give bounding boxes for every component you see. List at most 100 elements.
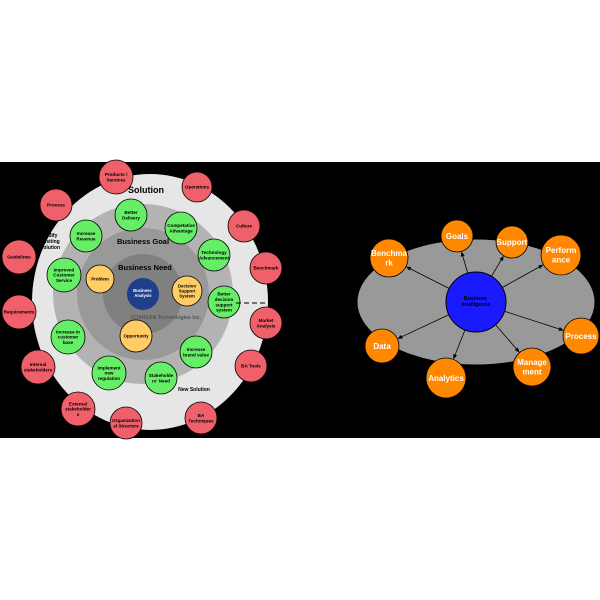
red-node-0: Products /Services <box>98 159 134 195</box>
ba-diagram: Business Analysis Solution Business Goal… <box>1 159 445 440</box>
green-node-1-label-line: Advantage <box>169 228 193 233</box>
solution-title: Solution <box>128 185 164 195</box>
bi-spoke-2 <box>491 257 504 277</box>
business-goal-title: Business Goal <box>117 237 169 246</box>
red-node-9-label-line: Internal <box>30 362 47 367</box>
green-node-4-circle <box>179 335 213 369</box>
bi-node-7-circle <box>364 328 400 364</box>
green-node-9-label-line: Increase <box>77 231 96 236</box>
watermark: (C)ANSAN Technologies Inc. <box>131 315 202 321</box>
bi-spoke-arrow-4 <box>558 327 564 331</box>
modify-existing-solution-label: Modify Exisiting Solution <box>39 233 61 251</box>
green-node-3-circle <box>207 285 241 319</box>
bi-node-2-circle <box>495 225 529 259</box>
red-node-3-label-line: Benchmark <box>253 266 278 271</box>
green-node-7-label-line: base <box>63 340 74 345</box>
green-node-1-label-line: Competative <box>167 223 195 228</box>
bi-node-1: Goals <box>440 219 474 253</box>
inner-node-2-label: Opportunity <box>123 334 149 339</box>
bi-node-6-label-line: Analytics <box>428 374 464 383</box>
red-node-11-circle <box>1 239 37 275</box>
bi-spoke-layer <box>397 251 564 360</box>
green-node-8-label-line: Service <box>56 278 73 283</box>
green-node-9-label-line: Revenue <box>76 236 96 241</box>
red-node-3-label: Benchmark <box>253 266 278 271</box>
bi-spoke-4 <box>504 310 563 331</box>
bi-node-0-label-line: Benchma <box>371 249 408 258</box>
red-node-1-label: Operations <box>185 185 210 190</box>
bi-center-label: Business Intelligence <box>462 296 491 308</box>
bi-spoke-7 <box>399 314 449 339</box>
red-node-8-circle <box>60 391 96 427</box>
green-node-3-label-line: decision <box>215 297 234 302</box>
green-node-2-label-line: Advancement <box>199 255 230 260</box>
inner-node-0-circle <box>85 264 115 294</box>
bi-node-1-label: Goals <box>446 232 469 241</box>
core-label: Business Analysis <box>133 288 153 298</box>
bi-node-4: Process <box>562 317 600 355</box>
bi-node-6-circle <box>425 357 467 399</box>
bi-node-4-label-line: Process <box>565 332 597 341</box>
red-node-7-label-line: Organization <box>112 418 140 423</box>
green-node-7-label-line: customer <box>58 335 79 340</box>
green-node-6-label-line: regulation <box>98 376 120 381</box>
bi-node-7-label: Data <box>373 342 391 351</box>
green-node-9-circle <box>69 219 103 253</box>
red-node-2-label: Culture <box>236 224 253 229</box>
red-node-8-label-line: External <box>69 401 87 406</box>
bi-spoke-arrow-2 <box>499 255 504 262</box>
red-node-6-label-line: Techniques <box>188 418 214 423</box>
bi-node-3-label-line: ance <box>552 255 571 264</box>
bi-node-7-label-line: Data <box>373 342 391 351</box>
green-node-8-circle <box>46 257 82 293</box>
bi-node-1-circle <box>440 219 474 253</box>
modify-line-3: Solution <box>40 245 60 251</box>
red-node-12-label: Process <box>47 203 65 208</box>
red-node-8-label-line: stakeholder <box>65 407 91 412</box>
bi-node-5-label-line: ment <box>522 367 541 376</box>
red-node-5-label-line: BA Tools <box>241 364 261 369</box>
red-node-1-circle <box>181 171 213 203</box>
business-analysis-core <box>127 278 159 310</box>
red-node-10: Requirements <box>1 294 37 330</box>
green-node-5-label-line: rs' Need <box>152 378 170 383</box>
red-node-7-circle <box>109 406 143 440</box>
red-node-8-label-line: s <box>77 412 80 417</box>
bi-center-line-1: Business <box>464 296 487 302</box>
green-node-8-label-line: Improved <box>54 267 75 272</box>
bi-spoke-3 <box>502 265 542 288</box>
bi-node-1-label-line: Goals <box>446 232 469 241</box>
red-node-2: Culture <box>227 209 261 243</box>
inner-node-1-label-line: Support <box>179 289 196 294</box>
red-node-0-circle <box>98 159 134 195</box>
bi-node-5-circle <box>512 347 552 387</box>
bi-node-6: Analytics <box>425 357 467 399</box>
red-node-4-label-line: Market <box>259 318 274 323</box>
bi-node-0-circle <box>369 238 409 278</box>
green-node-3-label-line: support <box>215 302 233 307</box>
green-node-0-label-line: Better <box>124 210 137 215</box>
red-node-2-label-line: Culture <box>236 224 253 229</box>
bi-node-0-label-line: rk <box>385 258 393 267</box>
bi-node-4-circle <box>562 317 600 355</box>
